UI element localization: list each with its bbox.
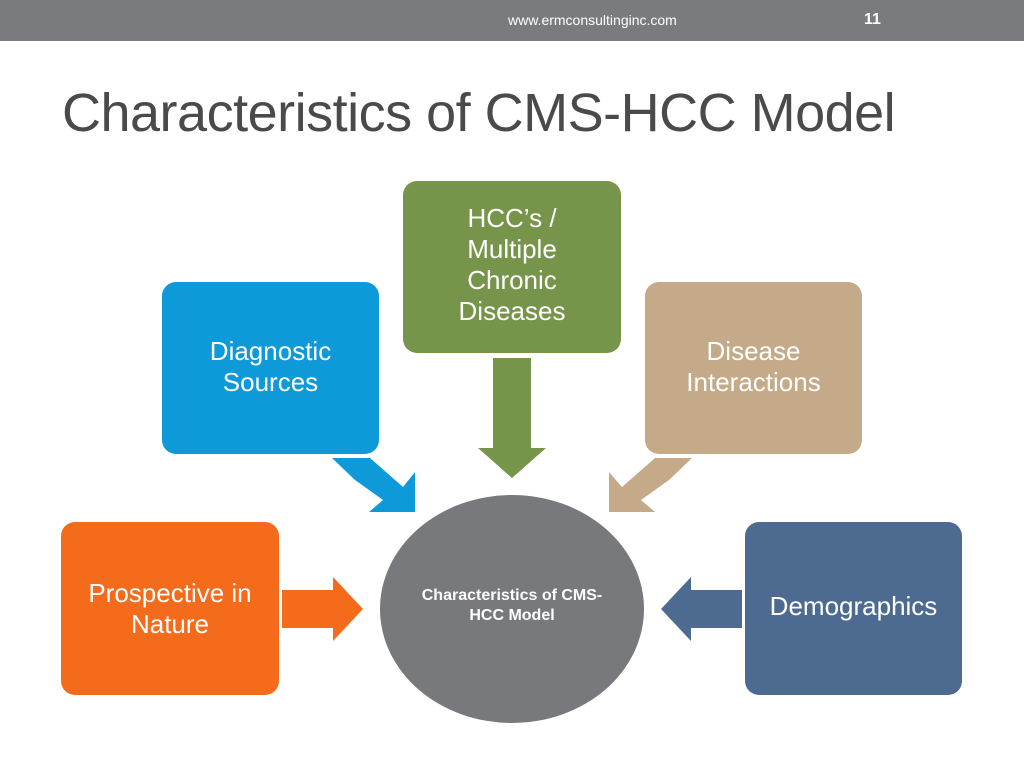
slide-number: 11 bbox=[864, 11, 881, 28]
node-diagnostic-label: Diagnostic Sources bbox=[209, 336, 332, 397]
node-demographics-label: Demographics bbox=[769, 591, 938, 621]
node-hcc-box: HCC’s / Multiple Chronic Diseases bbox=[403, 181, 621, 353]
node-diagnostic-box: Diagnostic Sources bbox=[162, 282, 379, 454]
node-interactions-label: Disease Interactions bbox=[686, 336, 821, 397]
node-prospective-box: Prospective in Nature bbox=[61, 522, 279, 695]
center-node-label: Characteristics of CMS-HCC Model bbox=[421, 587, 603, 624]
arrow-hcc-down bbox=[478, 358, 546, 478]
top-bar: www.ermconsultinginc.com 11 bbox=[0, 0, 1024, 41]
node-demographics-box: Demographics bbox=[745, 522, 962, 695]
node-prospective-label: Prospective in Nature bbox=[88, 577, 252, 639]
slide-title: Characteristics of CMS-HCC Model bbox=[62, 83, 896, 143]
site-url: www.ermconsultinginc.com bbox=[508, 12, 677, 28]
node-interactions-box: Disease Interactions bbox=[645, 282, 862, 454]
arrow-prospective bbox=[282, 577, 363, 641]
node-hcc-label: HCC’s / Multiple Chronic Diseases bbox=[458, 203, 566, 326]
arrow-diagnostic bbox=[332, 458, 415, 512]
arrow-interactions bbox=[609, 458, 692, 512]
arrow-demographics bbox=[661, 577, 742, 641]
center-node: Characteristics of CMS-HCC Model bbox=[380, 495, 644, 723]
